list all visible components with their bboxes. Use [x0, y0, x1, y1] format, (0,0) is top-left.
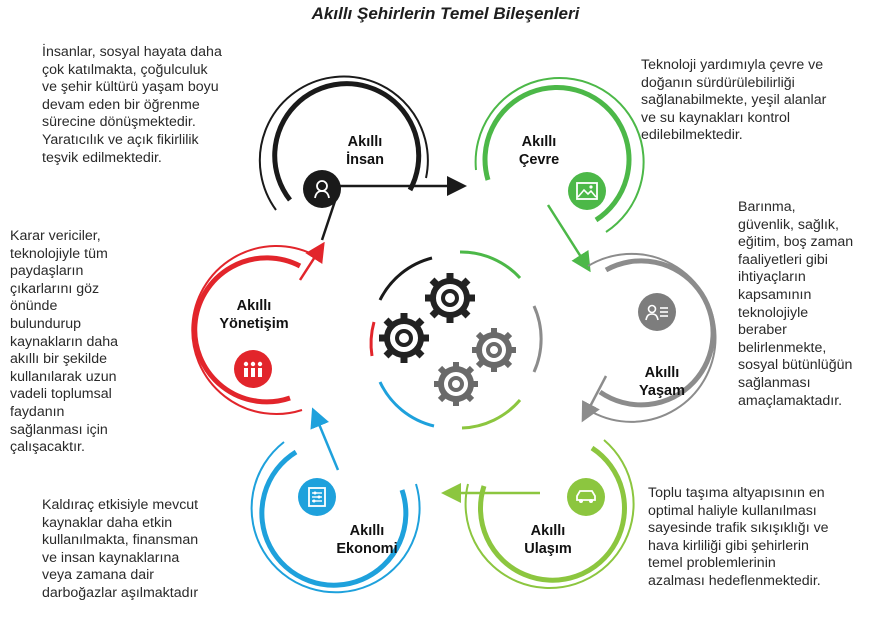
- description-ulasim: Toplu taşıma altyapısının en optimal hal…: [648, 485, 829, 589]
- person-icon: [303, 170, 341, 208]
- arrow-yonetisim-to-insan: [298, 241, 325, 281]
- person-list-icon: [638, 293, 676, 331]
- description-yasam: Barınma, güvenlik, sağlık, eğitim, boş z…: [738, 199, 854, 409]
- car-icon: [567, 478, 605, 516]
- node-label-ulasim: Akıllı Ulaşım: [524, 523, 572, 557]
- node-label-ekonomi: Akıllı Ekonomi: [336, 523, 398, 557]
- arrow-ekonomi-to-yonetisim: [310, 407, 340, 471]
- ring-yonetisim: [191, 241, 325, 415]
- arrow-insan-to-cevre: [320, 176, 467, 241]
- description-yonetisim: Karar vericiler, teknolojiyle tüm paydaş…: [10, 228, 119, 456]
- description-insan: İnsanlar, sosyal hayata daha çok katılma…: [42, 44, 222, 166]
- description-cevre: Teknoloji yardımıyla çevre ve doğanın sü…: [641, 57, 827, 144]
- diagram-title: Akıllı Şehirlerin Temel Bileşenleri: [311, 4, 580, 23]
- ring-ekonomi: [250, 407, 421, 594]
- ring-cevre: [474, 77, 645, 273]
- node-label-yasam: Akıllı Yaşam: [639, 365, 685, 399]
- center-ring: [369, 250, 543, 430]
- landscape-image-icon: [568, 172, 606, 210]
- ring-ulasim: [441, 439, 635, 589]
- people-group-icon: [234, 350, 272, 388]
- ring-yasam: [581, 252, 717, 423]
- arrow-cevre-to-yasam: [546, 204, 591, 273]
- node-label-yonetisim: Akıllı Yönetişim: [219, 298, 289, 332]
- description-ekonomi: Kaldıraç etkisiyle mevcut kaynaklar daha…: [42, 497, 199, 601]
- arrow-yasam-to-ulasim: [581, 375, 608, 423]
- abacus-icon: [298, 478, 336, 516]
- node-label-cevre: Akıllı Çevre: [518, 134, 560, 168]
- node-label-insan: Akıllı İnsan: [346, 134, 384, 168]
- gears-icon: [379, 273, 516, 406]
